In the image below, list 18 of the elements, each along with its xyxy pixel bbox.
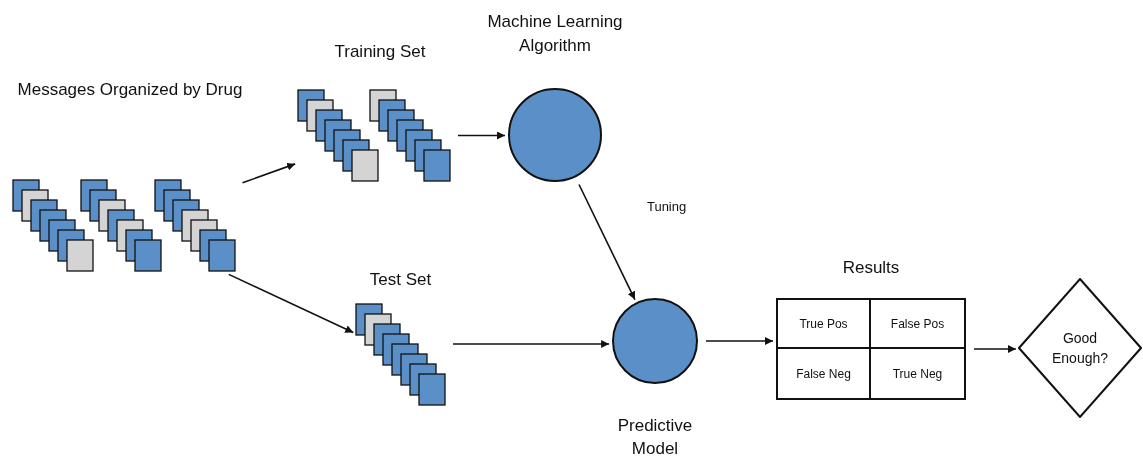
group-heading: Test Set	[368, 269, 433, 291]
arrow	[452, 340, 610, 348]
circle-heading: Machine Learning Algorithm	[486, 11, 624, 57]
table-cell-text: True Pos	[799, 315, 848, 333]
circle-caption: Predictive Model	[616, 415, 694, 460]
arrow	[973, 345, 1017, 353]
decision-text: Good Enough?	[1050, 329, 1110, 368]
table-heading: Results	[841, 257, 901, 279]
table-cell-text: True Neg	[892, 365, 943, 383]
arrow	[227, 273, 355, 334]
arrow	[705, 337, 774, 345]
arrow	[241, 162, 296, 184]
group-heading: Messages Organized by Drug	[16, 79, 244, 101]
table-cell-text: False Pos	[890, 315, 945, 333]
arrow	[578, 183, 636, 301]
table-cell-text: False Neg	[796, 365, 851, 383]
group-heading: Training Set	[333, 41, 427, 63]
arrow	[457, 131, 506, 140]
